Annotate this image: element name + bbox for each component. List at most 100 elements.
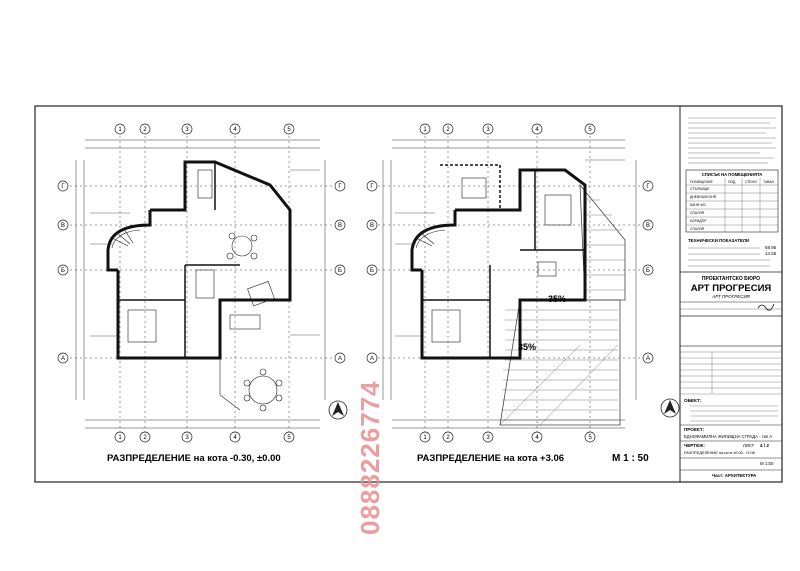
axis-label: 2 (143, 127, 147, 133)
axis-label: 3 (185, 435, 189, 441)
room-name: БАНЯ-WC (690, 203, 707, 207)
axis-label: Г (61, 184, 65, 190)
room-table-header: СПИСЪК НА ПОМЕЩЕНИЯТА (702, 172, 763, 177)
axis-label: А (61, 356, 65, 362)
north-arrow-right (660, 398, 680, 418)
axis-label: 2 (143, 435, 147, 441)
roof-hatch (499, 183, 626, 426)
axis-label: 5 (588, 435, 592, 441)
axis-label: 1 (423, 435, 427, 441)
sheet-label: ЛИСТ (743, 443, 755, 448)
axis-label: 3 (185, 127, 189, 133)
drawing-title: РАЗПРЕДЕЛЕНИЕ на кота ±0.00, +3.06 (684, 450, 755, 455)
axis-label: 5 (588, 127, 592, 133)
ground-plan-caption: РАЗПРЕДЕЛЕНИЕ на кота -0.30, ±0.00 (107, 453, 281, 464)
table-col: ТАВАН (763, 180, 775, 184)
table-col: ПОМЕЩЕНИЕ (690, 180, 713, 184)
axis-label: 5 (287, 435, 291, 441)
furniture-ground (127, 169, 283, 412)
tech-indicator-lines (688, 247, 770, 267)
room-name: ДНЕВНА/КУХНЯ (690, 195, 717, 199)
axis-label: 4 (535, 435, 539, 441)
general-notes (688, 117, 776, 164)
upper-plan-caption: РАЗПРЕДЕЛЕНИЕ на кота +3.06 (417, 453, 564, 464)
room-table-cols: ПОМЕЩЕНИЕ ПОД СТЕНИ ТАВАН (690, 180, 775, 184)
axis-label: 5 (287, 127, 291, 133)
tech-indicators-header: ТЕХНИЧЕСКИ ПОКАЗАТЕЛИ (688, 238, 749, 243)
drawing-label: ЧЕРТЕЖ: (684, 443, 705, 448)
project-name: ЕДНОФАМИЛНА ЖИЛИЩНА СГРАДА - тип А (684, 434, 772, 439)
walls-ground (106, 160, 292, 360)
axis-label: Г (338, 184, 342, 190)
tech-value: 59.95 (765, 245, 777, 250)
axis-bubbles-bottom-right: 1 2 3 4 5 (419, 431, 596, 443)
axis-label: В (370, 223, 374, 229)
leader-lines-right (395, 159, 625, 337)
dimension-lines-left (70, 136, 335, 432)
object-label: ОБЕКТ: (684, 398, 702, 403)
axis-label: Б (61, 268, 65, 274)
room-name: СПАЛНЯ (690, 211, 705, 215)
sheet-frame (34, 105, 783, 483)
axis-label: 4 (233, 435, 237, 441)
designer-rows (680, 351, 782, 395)
roof-slope-labels: 35% 35% (518, 294, 566, 352)
phone-watermark: 0888226774 (355, 380, 385, 535)
axis-label: Б (370, 268, 374, 274)
roof-slope-label: 35% (518, 342, 536, 352)
axis-label: Г (370, 184, 374, 190)
axis-label: В (61, 223, 65, 229)
axis-bubbles-side-left: Г В Б А Г В Б А (57, 180, 346, 364)
axis-label: В (338, 223, 342, 229)
axis-label: 3 (486, 435, 490, 441)
axis-label: 4 (535, 127, 539, 133)
firm-label: ПРОЕКТАНТСКО БЮРО (702, 276, 760, 282)
axis-label: В (646, 223, 650, 229)
furniture-upper (415, 177, 572, 343)
walls-upper (410, 164, 587, 360)
axis-label: Б (646, 268, 650, 274)
leader-lines-left (90, 169, 320, 337)
axis-label: Г (646, 184, 650, 190)
drawing-scale: М 1:50 (760, 461, 774, 466)
signature-rows (680, 303, 782, 317)
room-name: СТЪЛБИЩЕ (690, 187, 710, 191)
axis-label: 1 (118, 435, 122, 441)
tech-value: 14.55 (765, 251, 777, 256)
room-table-rows: СТЪЛБИЩЕ ДНЕВНА/КУХНЯ БАНЯ-WC СПАЛНЯ КОР… (690, 187, 717, 231)
axis-bubbles-side-right: Г В Б А Г В Б А (366, 180, 654, 364)
upper-floor-plan: 1 2 3 4 5 1 2 3 4 5 Г В Б А Г В Б А (366, 123, 680, 443)
axis-bubbles-bottom-left: 1 2 3 4 5 (114, 431, 295, 443)
plan-captions: РАЗПРЕДЕЛЕНИЕ на кота -0.30, ±0.00 РАЗПР… (107, 453, 649, 464)
axis-bubbles-top-right: 1 2 3 4 5 (419, 123, 596, 135)
object-text-lines (690, 405, 778, 422)
axis-label: А (370, 356, 374, 362)
room-name: КОРИДОР (690, 219, 707, 223)
firm-subtitle: АРТ ПРОГРЕСИЯ (711, 294, 750, 299)
ground-floor-plan: 1 2 3 4 5 1 2 3 4 5 Г В Б А Г В Б А (57, 123, 348, 443)
axis-label: 1 (118, 127, 122, 133)
title-block: СПИСЪК НА ПОМЕЩЕНИЯТА ПОМЕЩЕНИЕ ПОД СТЕН… (679, 117, 783, 478)
table-col: ПОД (728, 180, 736, 184)
axis-label: Б (338, 268, 342, 274)
roof-slope-label: 35% (548, 294, 566, 304)
axis-label: А (338, 356, 342, 362)
axis-bubbles-top-left: 1 2 3 4 5 (114, 123, 295, 135)
dimension-lines-right (378, 136, 642, 432)
part-label: Част: АРХИТЕКТУРА (712, 473, 757, 478)
sheet-number: 4 / 2 (760, 443, 769, 448)
axis-label: 1 (423, 127, 427, 133)
axis-label: А (646, 356, 650, 362)
room-table-grid (686, 178, 778, 232)
north-arrow-left (328, 400, 348, 420)
axis-label: 2 (446, 127, 450, 133)
room-name: СПАЛНЯ (690, 227, 705, 231)
scale-label: М 1 : 50 (612, 453, 649, 464)
axis-label: 4 (233, 127, 237, 133)
firm-name: АРТ ПРОГРЕСИЯ (691, 283, 772, 294)
project-label: ПРОЕКТ: (684, 427, 705, 432)
axis-label: 2 (446, 435, 450, 441)
axis-label: 3 (486, 127, 490, 133)
